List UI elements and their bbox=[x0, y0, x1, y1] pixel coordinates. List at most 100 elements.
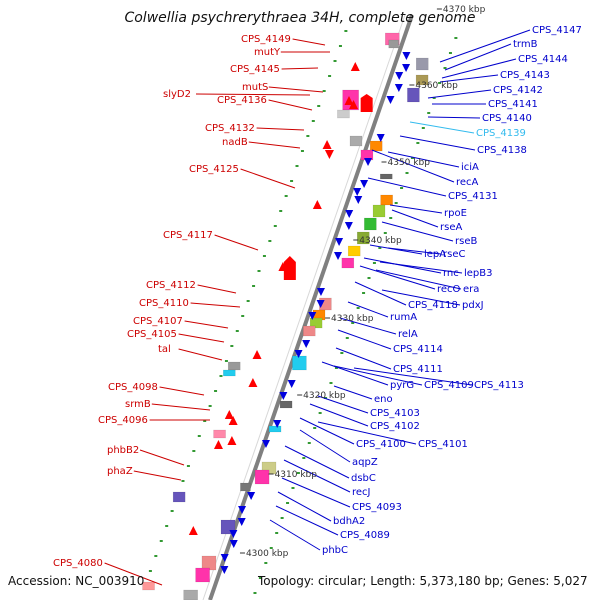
gene-arrow bbox=[394, 84, 403, 92]
gene-label-right[interactable]: trmB bbox=[513, 39, 538, 50]
leader-line bbox=[353, 367, 473, 386]
leader-line bbox=[337, 329, 392, 350]
gene-label-left[interactable]: CPS_4107 bbox=[133, 316, 183, 327]
gene-label-right[interactable]: pyrG bbox=[390, 380, 414, 391]
gene-block bbox=[227, 361, 241, 371]
tick-mark bbox=[165, 525, 169, 527]
gene-label-right[interactable]: recA bbox=[456, 177, 479, 188]
gene-label-right[interactable]: CPS_4143 bbox=[500, 70, 550, 81]
right-tick-marks bbox=[253, 37, 458, 594]
gene-label-right[interactable]: rseC bbox=[443, 249, 465, 260]
gene-label-right[interactable]: pdxJ bbox=[462, 300, 484, 311]
gene-label-right[interactable]: CPS_4131 bbox=[448, 191, 498, 202]
gene-label-left[interactable]: phbB2 bbox=[107, 445, 139, 456]
tick-mark bbox=[273, 225, 277, 227]
tick-mark bbox=[362, 292, 366, 294]
gene-label-left[interactable]: nadB bbox=[222, 137, 248, 148]
tick-mark bbox=[230, 345, 234, 347]
tick-mark bbox=[432, 97, 436, 99]
scale-mark-label: 4300 kbp bbox=[246, 549, 289, 559]
gene-label-left[interactable]: srmB bbox=[125, 399, 151, 410]
tick-mark bbox=[410, 157, 414, 159]
gene-label-right[interactable]: CPS_4111 bbox=[393, 364, 443, 375]
gene-label-right[interactable]: CPS_4093 bbox=[352, 502, 402, 513]
gene-arrow bbox=[188, 526, 198, 535]
gene-label-left[interactable]: CPS_4145 bbox=[230, 64, 280, 75]
gene-label-right[interactable]: CPS_4140 bbox=[482, 113, 532, 124]
gene-label-right[interactable]: dsbC bbox=[351, 473, 376, 484]
gene-label-right[interactable]: lepA bbox=[424, 249, 446, 260]
gene-label-left[interactable]: phaZ bbox=[107, 466, 133, 477]
gene-label-right[interactable]: rpoE bbox=[444, 208, 467, 219]
gene-label-left[interactable]: CPS_4136 bbox=[217, 95, 267, 106]
tick-mark bbox=[279, 210, 283, 212]
gene-block bbox=[240, 482, 251, 492]
gene-label-right[interactable]: era bbox=[463, 284, 479, 295]
leader-line bbox=[178, 348, 223, 361]
gene-label-right[interactable]: aqpZ bbox=[352, 457, 378, 468]
gene-label-right[interactable]: CPS_4102 bbox=[370, 421, 420, 432]
gene-label-right[interactable]: CPS_4100 bbox=[356, 439, 406, 450]
gene-label-right[interactable]: lepB3 bbox=[464, 268, 493, 279]
tick-mark bbox=[181, 480, 185, 482]
gene-label-right[interactable]: recJ bbox=[352, 487, 371, 498]
gene-label-right[interactable]: rseA bbox=[440, 222, 462, 233]
gene-label-right[interactable]: rseB bbox=[455, 236, 477, 247]
gene-label-right[interactable]: iciA bbox=[461, 162, 479, 173]
leader-line bbox=[317, 421, 417, 445]
gene-label-highlighted[interactable]: CPS_4139 bbox=[476, 128, 526, 139]
gene-label-left[interactable]: CPS_4132 bbox=[205, 123, 255, 134]
gene-block bbox=[268, 425, 282, 433]
gene-label-right[interactable]: CPS_4113 bbox=[474, 380, 524, 391]
gene-label-right[interactable]: rumA bbox=[390, 312, 417, 323]
gene-block bbox=[309, 317, 323, 329]
gene-label-left[interactable]: CPS_4112 bbox=[146, 280, 196, 291]
gene-label-right[interactable]: relA bbox=[398, 329, 418, 340]
leader-line bbox=[347, 301, 389, 318]
gene-label-left[interactable]: CPS_4125 bbox=[189, 164, 239, 175]
gene-label-right[interactable]: CPS_4144 bbox=[518, 54, 568, 65]
leader-line bbox=[309, 403, 369, 427]
gene-label-right[interactable]: bdhA2 bbox=[333, 516, 365, 527]
gene-block bbox=[349, 135, 363, 147]
gene-arrow bbox=[273, 420, 282, 428]
gene-label-right[interactable]: CPS_4147 bbox=[532, 25, 582, 36]
gene-label-right[interactable]: CPS_4103 bbox=[370, 408, 420, 419]
gene-label-left[interactable]: CPS_4117 bbox=[163, 230, 213, 241]
gene-label-left[interactable]: tal bbox=[158, 344, 171, 355]
gene-features bbox=[142, 32, 429, 600]
gene-label-right[interactable]: CPS_4138 bbox=[477, 145, 527, 156]
gene-label-right[interactable]: rnc bbox=[443, 268, 459, 279]
gene-label-left[interactable]: mutY bbox=[254, 47, 281, 58]
gene-label-right[interactable]: CPS_4142 bbox=[493, 85, 543, 96]
leader-line bbox=[151, 403, 211, 411]
gene-label-left[interactable]: CPS_4098 bbox=[108, 382, 158, 393]
gene-label-right[interactable]: CPS_4089 bbox=[340, 530, 390, 541]
tick-mark bbox=[280, 517, 284, 519]
gene-label-left[interactable]: CPS_4080 bbox=[53, 558, 103, 569]
gene-arrow bbox=[287, 380, 296, 388]
gene-label-left[interactable]: mutS bbox=[242, 82, 268, 93]
gene-arrow bbox=[349, 100, 359, 109]
gene-arrow bbox=[354, 196, 363, 204]
gene-arrow bbox=[283, 256, 296, 280]
gene-label-left[interactable]: slyD2 bbox=[163, 89, 191, 100]
tick-mark bbox=[262, 255, 266, 257]
tick-mark bbox=[345, 337, 349, 339]
gene-label-right[interactable]: phbC bbox=[322, 545, 348, 556]
gene-label-right[interactable]: CPS_4118 bbox=[408, 300, 458, 311]
gene-label-left[interactable]: CPS_4110 bbox=[139, 298, 189, 309]
gene-label-right[interactable]: CPS_4114 bbox=[393, 344, 443, 355]
gene-label-right[interactable]: CPS_4141 bbox=[488, 99, 538, 110]
gene-label-left[interactable]: CPS_4096 bbox=[98, 415, 148, 426]
gene-label-right[interactable]: eno bbox=[374, 394, 393, 405]
gene-arrow bbox=[353, 188, 362, 196]
gene-label-left[interactable]: CPS_4105 bbox=[127, 329, 177, 340]
gene-label-left[interactable]: CPS_4149 bbox=[241, 34, 291, 45]
leader-line bbox=[292, 38, 326, 46]
gene-label-right[interactable]: CPS_4101 bbox=[418, 439, 468, 450]
gene-label-right[interactable]: recO bbox=[437, 284, 461, 295]
gene-label-right[interactable]: CPS_4109 bbox=[424, 380, 474, 391]
scale-mark-label: 4320 kbp bbox=[303, 391, 346, 401]
